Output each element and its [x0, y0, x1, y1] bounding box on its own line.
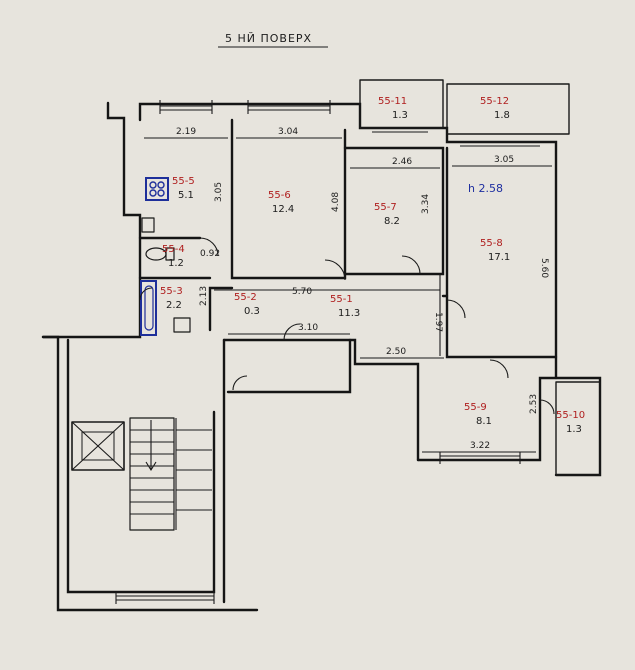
- dimension: 5.70: [292, 287, 312, 297]
- room-area: 17.1: [488, 252, 510, 263]
- room-area: 5.1: [178, 190, 194, 201]
- room-area: 1.3: [566, 424, 582, 435]
- room-area: 8.1: [476, 416, 492, 427]
- stairwell: [41, 335, 352, 612]
- dimension: 2.50: [386, 347, 406, 357]
- dimension: 3.04: [278, 127, 298, 137]
- dimension: 3.05: [494, 155, 514, 165]
- room-area: 11.3: [338, 308, 360, 319]
- room-area: 0.3: [244, 306, 260, 317]
- room-code: 55-10: [556, 410, 585, 421]
- room-code: 55-6: [268, 190, 291, 201]
- sink-icon: [141, 217, 155, 233]
- room-area: 8.2: [384, 216, 400, 227]
- room-code: 55-12: [480, 96, 509, 107]
- dimension: 2.46: [392, 157, 412, 167]
- toilet-icon: [145, 247, 175, 261]
- stove-icon: [145, 177, 169, 201]
- room-code: 55-2: [234, 292, 257, 303]
- dimension: 2.13: [199, 286, 209, 306]
- plan-title: 5 НЙ ПОВЕРХ: [225, 32, 312, 45]
- doors: [139, 237, 555, 415]
- room-area: 1.2: [168, 258, 184, 269]
- room-area: 2.2: [166, 300, 182, 311]
- room-area: 1.8: [494, 110, 510, 121]
- dimension: 3.34: [421, 194, 431, 214]
- dimension: 3.10: [298, 323, 318, 333]
- windows: [116, 105, 540, 601]
- dimension-lines: [144, 137, 552, 453]
- room-code: 55-9: [464, 402, 487, 413]
- dimension: 1.97: [433, 312, 443, 332]
- ceiling-height: h 2.58: [468, 182, 503, 195]
- dimension: 0.92: [200, 249, 220, 259]
- dimension: 3.22: [470, 441, 490, 451]
- room-code: 55-1: [330, 294, 353, 305]
- dimension-labels: 2.19 3.04 2.46 3.05 3.05 4.08 3.34 5.60 …: [176, 127, 549, 451]
- dimension: 4.08: [331, 192, 341, 212]
- wall-ticks: [115, 100, 521, 604]
- apartment-walls: [41, 101, 602, 477]
- room-code: 55-8: [480, 238, 503, 249]
- bathtub-icon: [140, 280, 191, 336]
- room-code: 55-11: [378, 96, 407, 107]
- room-labels: 55-11 1.3 55-12 1.8 55-5 5.1 55-6 12.4 5…: [160, 96, 585, 435]
- room-code: 55-5: [172, 176, 195, 187]
- room-code: 55-3: [160, 286, 183, 297]
- dimension: 5.60: [539, 258, 549, 278]
- dimension: 2.19: [176, 127, 196, 137]
- room-area: 1.3: [392, 110, 408, 121]
- room-code: 55-7: [374, 202, 397, 213]
- dimension: 3.05: [214, 182, 224, 202]
- room-code: 55-4: [162, 244, 185, 255]
- room-area: 12.4: [272, 204, 294, 215]
- dimension: 2.53: [529, 394, 539, 414]
